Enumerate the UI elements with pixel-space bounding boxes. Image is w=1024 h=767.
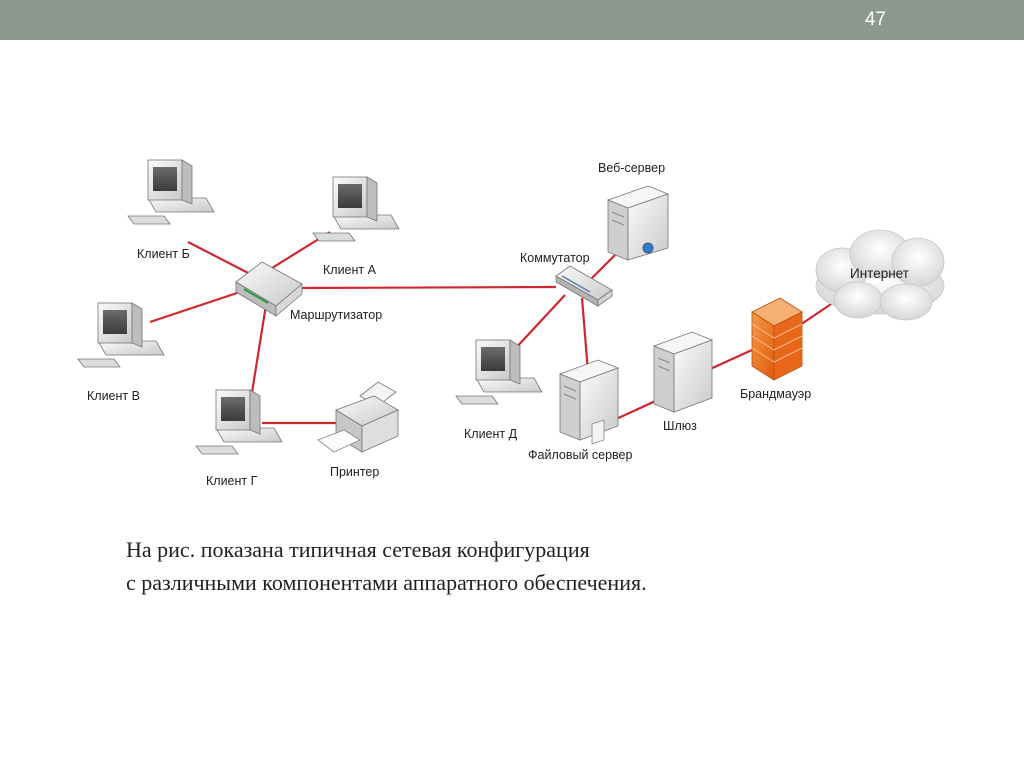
caption-line-2: с различными компонентами аппаратного об… bbox=[126, 570, 647, 595]
link-switch-file-server bbox=[580, 297, 590, 373]
client-g-computer-icon bbox=[195, 389, 283, 455]
firewall-label: Брандмауэр bbox=[740, 387, 811, 401]
link-router-client-b bbox=[187, 241, 259, 279]
internet-label: Интернет bbox=[850, 266, 909, 281]
file-server-icon bbox=[558, 359, 620, 445]
file-server-label: Файловый сервер bbox=[528, 448, 633, 462]
client-d-label: Клиент Д bbox=[464, 427, 518, 441]
firewall-icon bbox=[751, 297, 803, 381]
web-server-label: Веб-сервер bbox=[598, 161, 665, 175]
client-a-label: Клиент А bbox=[323, 263, 377, 277]
client-g-label: Клиент Г bbox=[206, 474, 258, 488]
link-router-client-v bbox=[149, 290, 241, 324]
link-gateway-firewall bbox=[707, 348, 753, 372]
printer-icon bbox=[317, 381, 399, 453]
client-b-computer-icon bbox=[127, 159, 215, 225]
switch-label: Коммутатор bbox=[520, 251, 590, 265]
gateway-server-icon bbox=[652, 331, 714, 413]
gateway-label: Шлюз bbox=[663, 419, 697, 433]
router-icon bbox=[235, 261, 303, 317]
web-server-icon bbox=[606, 185, 670, 261]
client-a-computer-icon bbox=[312, 176, 400, 242]
header-bar: 47 bbox=[0, 0, 1024, 40]
client-v-label: Клиент В bbox=[87, 389, 140, 403]
client-v-computer-icon bbox=[77, 302, 165, 368]
link-router-client-g bbox=[248, 304, 268, 406]
caption: На рис. показана типичная сетевая конфиг… bbox=[126, 533, 886, 599]
cloud-icon bbox=[815, 229, 945, 321]
slide-number: 47 bbox=[864, 9, 886, 30]
client-d-computer-icon bbox=[455, 339, 543, 405]
client-b-label: Клиент Б bbox=[137, 247, 190, 261]
printer-label: Принтер bbox=[330, 465, 379, 479]
switch-icon bbox=[555, 265, 613, 307]
link-switch-web-server bbox=[589, 251, 619, 281]
caption-line-1: На рис. показана типичная сетевая конфиг… bbox=[126, 537, 590, 562]
link-router-switch bbox=[297, 285, 557, 290]
router-label: Маршрутизатор bbox=[290, 308, 382, 322]
